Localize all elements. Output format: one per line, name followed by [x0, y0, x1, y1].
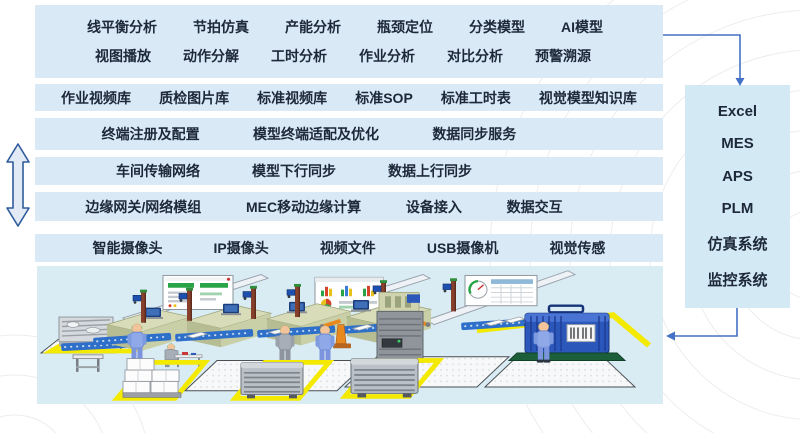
label-model-terminal-adaptation: 模型终端适配及优化	[252, 126, 379, 142]
elbow-arrow-left-icon	[666, 308, 738, 341]
label-ip-camera: IP摄像头	[213, 240, 269, 256]
label-data-sync-service: 数据同步服务	[432, 126, 517, 142]
label-workshop-transmission-network: 车间传输网络	[116, 163, 200, 179]
external-systems-panel: Excel MES APS PLM 仿真系统 监控系统	[685, 85, 790, 308]
layer-network-bar: 车间传输网络 模型下行同步 数据上行同步	[35, 157, 663, 185]
label-vision-sensor: 视觉传感	[549, 240, 606, 256]
label-takt-simulation: 节拍仿真	[193, 19, 249, 36]
panel-item-plm: PLM	[721, 200, 754, 218]
label-standard-video-library: 标准视频库	[257, 89, 328, 106]
elbow-arrow-down-icon	[663, 34, 745, 86]
label-terminal-registration: 终端注册及配置	[101, 126, 200, 142]
label-video-file: 视频文件	[319, 240, 376, 256]
label-standard-workhour-table: 标准工时表	[440, 89, 511, 106]
label-usb-camera: USB摄像机	[426, 240, 499, 256]
label-comparison-analysis: 对比分析	[447, 47, 503, 64]
factory-scene-illustration	[37, 266, 663, 404]
label-view-playback: 视图播放	[95, 47, 151, 64]
label-standard-sop: 标准SOP	[355, 89, 413, 106]
vertical-double-arrow-icon	[6, 143, 30, 227]
label-vision-model-knowledge-base: 视觉模型知识库	[538, 89, 637, 106]
label-device-access: 设备接入	[405, 198, 462, 215]
layer-library-bar: 作业视频库 质检图片库 标准视频库 标准SOP 标准工时表 视觉模型知识库	[35, 84, 663, 111]
label-capacity-analysis: 产能分析	[285, 19, 341, 36]
label-line-balance-analysis: 线平衡分析	[87, 19, 157, 36]
label-warning-tracing: 预警溯源	[535, 47, 591, 64]
layer-terminal-bar: 终端注册及配置 模型终端适配及优化 数据同步服务	[35, 118, 663, 150]
label-data-uplink-sync: 数据上行同步	[388, 163, 472, 179]
layer-devices-bar: 智能摄像头 IP摄像头 视频文件 USB摄像机 视觉传感	[35, 234, 663, 262]
label-classification-model: 分类模型	[469, 19, 525, 36]
panel-item-simulation-system: 仿真系统	[707, 235, 768, 253]
analysis-row-2: 视图播放 动作分解 工时分析 作业分析 对比分析 预警溯源	[35, 46, 663, 66]
panel-item-excel: Excel	[717, 102, 758, 120]
panel-item-monitoring-system: 监控系统	[707, 272, 768, 290]
label-smart-camera: 智能摄像头	[92, 240, 163, 256]
label-operation-video-library: 作业视频库	[61, 89, 132, 106]
label-edge-gateway-module: 边缘网关/网络模组	[85, 198, 202, 215]
panel-item-mes: MES	[721, 135, 754, 153]
label-motion-decomposition: 动作分解	[183, 47, 239, 64]
layer-edge-bar: 边缘网关/网络模组 MEC移动边缘计算 设备接入 数据交互	[35, 192, 663, 221]
layer-analysis-bar: 线平衡分析 节拍仿真 产能分析 瓶颈定位 分类模型 AI模型 视图播放 动作分解…	[35, 5, 663, 78]
label-bottleneck-location: 瓶颈定位	[377, 19, 433, 36]
label-mec-edge-computing: MEC移动边缘计算	[245, 198, 362, 215]
label-operation-analysis: 作业分析	[359, 47, 415, 64]
label-data-exchange: 数据交互	[506, 198, 563, 215]
panel-item-aps: APS	[722, 167, 753, 185]
label-model-downlink-sync: 模型下行同步	[252, 163, 336, 179]
label-ai-model: AI模型	[561, 19, 603, 36]
label-workhour-analysis: 工时分析	[271, 47, 327, 64]
analysis-row-1: 线平衡分析 节拍仿真 产能分析 瓶颈定位 分类模型 AI模型	[35, 17, 663, 37]
label-inspection-image-library: 质检图片库	[159, 89, 230, 106]
